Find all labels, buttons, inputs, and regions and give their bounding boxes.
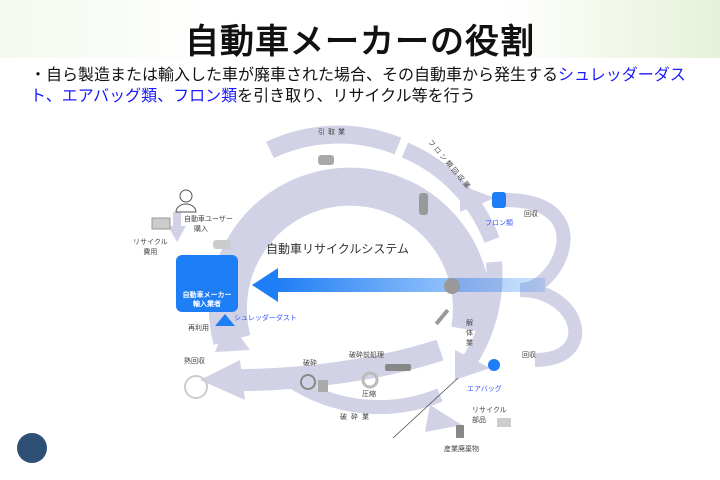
recycle-fee-label: リサイクル費用 <box>133 238 168 256</box>
gas-cylinder-icon <box>419 193 428 215</box>
importer-label: 輸入業者 <box>193 300 221 308</box>
freon-label: フロン類 <box>485 219 513 227</box>
recovery-label-1: 回収 <box>524 210 538 218</box>
dismantle-icon <box>444 278 460 294</box>
divider-line <box>392 377 459 439</box>
airbag-label: エアバッグ <box>467 385 502 393</box>
header-band <box>0 0 720 58</box>
gear-icon <box>300 374 316 390</box>
return-flow-arrow <box>275 278 545 292</box>
parts-icon <box>497 418 511 427</box>
car-icon-top <box>318 155 334 165</box>
freon-tank-icon <box>492 192 506 208</box>
shredder-dust-icon <box>215 314 235 326</box>
recycle-parts-label: リサイクル部品 <box>472 406 507 424</box>
pre-shredding-label: 破砕前処理 <box>349 351 384 359</box>
user-label: 自動車ユーザー購入 <box>184 215 233 233</box>
bullet-suffix: を引き取り、リサイクル等を行う <box>237 86 476 105</box>
kaitai-band <box>463 261 503 365</box>
maker-box: 自動車メーカー輸入業者 <box>176 255 238 312</box>
highlight-shredder: シュレッダーダスト <box>30 65 686 105</box>
gear-icon-2 <box>361 371 379 389</box>
waste-arrow <box>425 405 462 432</box>
logo <box>17 433 47 463</box>
airbag-icon <box>488 359 500 371</box>
bullet-text: ・自ら製造または輸入した車が廃車された場合、その自動車から発生するシュレッダーダ… <box>30 64 710 106</box>
money-icon <box>151 217 171 230</box>
shredder-dust-label: シュレッダーダスト <box>234 314 297 322</box>
industrial-waste-label: 産業廃棄物 <box>444 445 479 453</box>
car-icon <box>213 240 231 249</box>
trash-icon <box>456 425 464 438</box>
fee-arrow <box>168 226 186 242</box>
thermal-recovery-icon <box>184 375 208 399</box>
bin-icon <box>318 380 328 392</box>
airbag-arrow <box>455 350 490 380</box>
page-title: 自動車メーカーの役割 <box>185 22 535 62</box>
highlight-freon: フロン類 <box>173 86 238 105</box>
hikitori-band <box>266 125 402 159</box>
compression-label: 圧縮 <box>362 390 376 398</box>
sep: 、 <box>157 86 174 105</box>
highlight-airbag: エアバッグ類 <box>61 86 158 105</box>
reuse-arrow <box>215 320 250 352</box>
system-label: 自動車リサイクルシステム <box>266 242 410 256</box>
pressed-car-icon <box>385 364 411 371</box>
sep: 、 <box>45 86 62 105</box>
shredding-business-label: 破砕業 <box>340 413 373 421</box>
hikitori-label: 引取業 <box>318 128 348 136</box>
wrench-icon <box>434 308 450 326</box>
freon-arrow <box>460 185 495 212</box>
bullet-prefix: ・自ら製造または輸入した車が廃車された場合、その自動車から発生する <box>30 65 559 84</box>
kaitai-label: 解体業 <box>466 319 473 347</box>
shredding-label: 破砕 <box>303 359 317 367</box>
thermal-recovery-label: 熱回収 <box>184 357 205 365</box>
maker-label: 自動車メーカー <box>182 291 232 299</box>
recovery-label-2: 回収 <box>522 351 536 359</box>
thermal-arrow <box>200 360 245 400</box>
reuse-label: 再利用 <box>188 324 209 332</box>
freon-band <box>401 142 500 243</box>
user-icon <box>179 189 193 203</box>
thermal-band <box>239 339 444 391</box>
